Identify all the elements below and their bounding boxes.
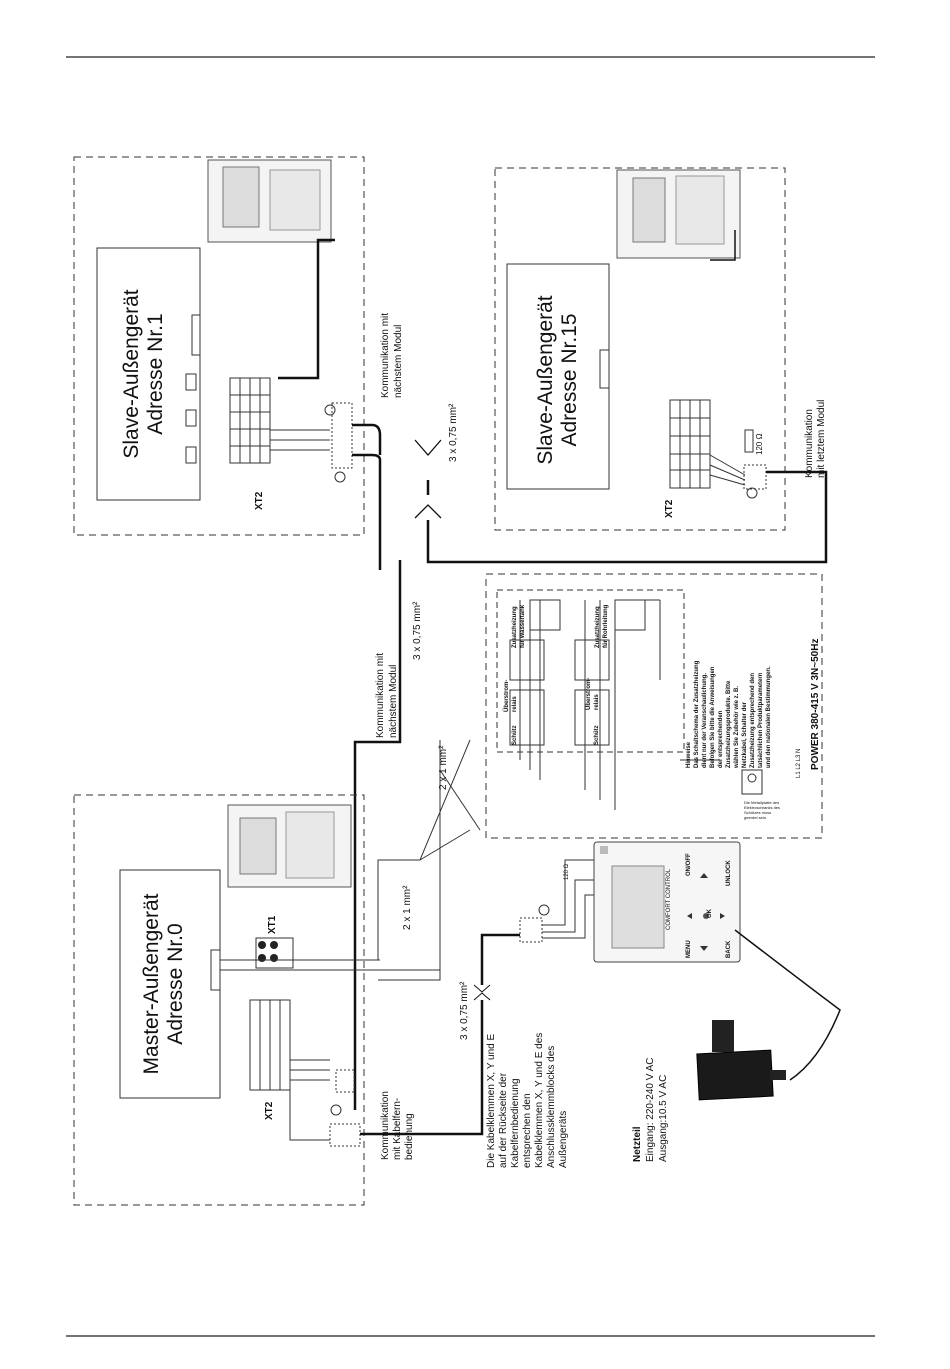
heater-relay-label-3: Überstrom- [585,678,592,710]
terminal-note-line: auf der Rückseite der [498,1072,509,1168]
heater-note-line: der entsprechenden [718,710,724,768]
heater-note-line: wählen Sie Zubehör wie z. B. [734,686,740,769]
controller-cable [360,933,520,1136]
terminal-note-line: Anschlussklemmblocks des [546,1046,557,1168]
cable-label-c2: 3 x 0,75 mm² [412,601,423,660]
cable-label-c5: 2 x 1 mm² [402,885,413,930]
master-address: Adresse Nr.0 [164,923,187,1044]
controller-ok: OK [707,908,713,918]
master-comm-label-2: mit Kabelfern- [392,1098,403,1160]
slave1-comm-label-1: Kommunikation mit [380,313,391,398]
aux-heater-panel [485,573,823,839]
heater-ground-note-box: Die Metallplatte des Elektroschranks des… [744,800,780,820]
slave1-outdoor-unit [96,247,201,501]
heater-note-line: und den nationalen Bestimmungen. [766,666,772,768]
mid-comm-label-1: Kommunikation mit [375,653,386,738]
heater-note-line: Zusatzheizungsprodukte. Bitte [726,680,732,768]
controller-unlock: UNLOCK [726,860,732,886]
wired-controller-screen [611,865,665,949]
heater-note-line: tatsächlichen Produktparametern [758,672,764,768]
slave1-bus-cable [352,423,382,570]
slave15-title: Slave-Außengerät [534,295,557,464]
heater-contactor-2: Schütz [594,725,600,745]
heater-ground-note: Die Metallplatte des Elektroschranks des… [744,800,780,820]
adapter-plug [712,1020,734,1052]
heater-relay-label-1: Überstrom- [503,680,510,712]
master-xt2-block [249,999,291,1091]
heater-contactor-1: Schütz [512,725,518,745]
master-comm-label-1: Kommunikation [380,1091,391,1160]
power-supply-title: Netzteil [632,1126,643,1162]
heater-power: POWER 380-415 V 3N~50Hz [810,639,821,770]
slave15-resistor: 120 Ω [755,433,764,455]
heater-note-line: Das Schaltschema der Zusatzheizung [694,660,700,768]
heater-outer-frame [485,573,823,839]
heater-phases: L1 L2 L3 N [796,749,802,778]
terminal-note-line: Kabelklemmen X, Y und E des [534,1033,545,1168]
heater-note-title: Hinweise [686,741,692,768]
heater-water-title-2: für Wassertank [520,604,526,648]
cable-label-c3: 3 x 0,75 mm² [459,981,470,1040]
slave1-comm-label-2: nächstem Modul [393,325,404,398]
slave1-terminal-label: XT2 [254,491,265,510]
controller-brand: COMFORT CONTROL [666,868,672,930]
slave15-comm-label-1: Kommunikation [804,409,815,478]
master-xt1-block [255,937,294,969]
heater-inner-frame [496,589,685,753]
controller-onoff: ON/OFF [686,853,692,876]
slave15-bus-cable [426,470,828,564]
mid-comm-label-2: nächstem Modul [388,665,399,738]
terminal-note-line: Außengeräts [558,1111,569,1168]
controller-menu: MENU [686,940,692,958]
power-adapter [696,1020,786,1101]
slave15-terminal-label: XT2 [664,499,675,518]
terminal-note-line: Die Kabelklemmen X, Y und E [486,1034,497,1168]
controller-back: BACK [726,940,732,958]
controller-resistor: 120 Ω [564,863,570,880]
slave15-terminal-block [669,399,711,489]
slave15-comm-label-2: mit letztem Modul [816,400,827,478]
adapter-cable [734,929,841,1081]
terminal-note-line: entsprechen den [522,1093,533,1168]
master-dashed-frame [73,794,365,1206]
heater-relay-label-2: relais [512,696,518,712]
heater-pipe-title: Zusatzheizung [595,606,601,648]
heater-note-line: Netzkabel, Schalter der [742,701,748,768]
slave1-dashed-frame [73,156,365,536]
master-comm-label-3: bedienung [404,1113,415,1160]
heater-note-line: Zusatzheizung entsprechend den [750,673,756,768]
heater-notes: Hinweise Das Schaltschema der Zusatzheiz… [686,660,772,769]
terminal-note-line: Kabelfernbedienung [510,1078,521,1168]
power-supply-input: Eingang: 220-240 V AC [645,1057,656,1162]
slave1-unit [73,156,382,570]
wired-controller-ok-dot [703,913,709,919]
wired-controller [593,841,741,963]
master-unit [73,794,440,1206]
heater-note-line: dient nur der Veranschaulichung. [702,673,708,768]
slave1-terminal-block [229,377,271,464]
cable-label-c1: 3 x 0,75 mm² [448,403,459,462]
heater-note-line: Befolgen Sie bitte die Anweisungen [710,666,716,768]
master-title: Master-Außengerät [140,893,163,1074]
terminal-note: Die Kabelklemmen X, Y und E auf der Rück… [486,1033,569,1168]
cable-label-c4: 2 x 1 mm² [438,745,449,790]
slave15-unit [426,167,828,564]
slave15-dashed-frame [494,167,786,531]
master-xt2-label: XT2 [264,1101,275,1120]
adapter-body [696,1049,774,1101]
slave15-address: Adresse Nr.15 [558,313,581,446]
power-supply-output: Ausgang:10.5 V AC [658,1075,669,1162]
main-bus-cable [353,560,402,1110]
heater-relay-label-4: relais [594,694,600,710]
slave1-address: Adresse Nr.1 [144,313,167,434]
master-xt1-label: XT1 [267,915,278,934]
heater-pipe-title-2: für Rohrleitung [603,604,609,648]
slave1-title: Slave-Außengerät [120,289,143,458]
heater-water-title: Zusatzheizung [512,606,518,648]
